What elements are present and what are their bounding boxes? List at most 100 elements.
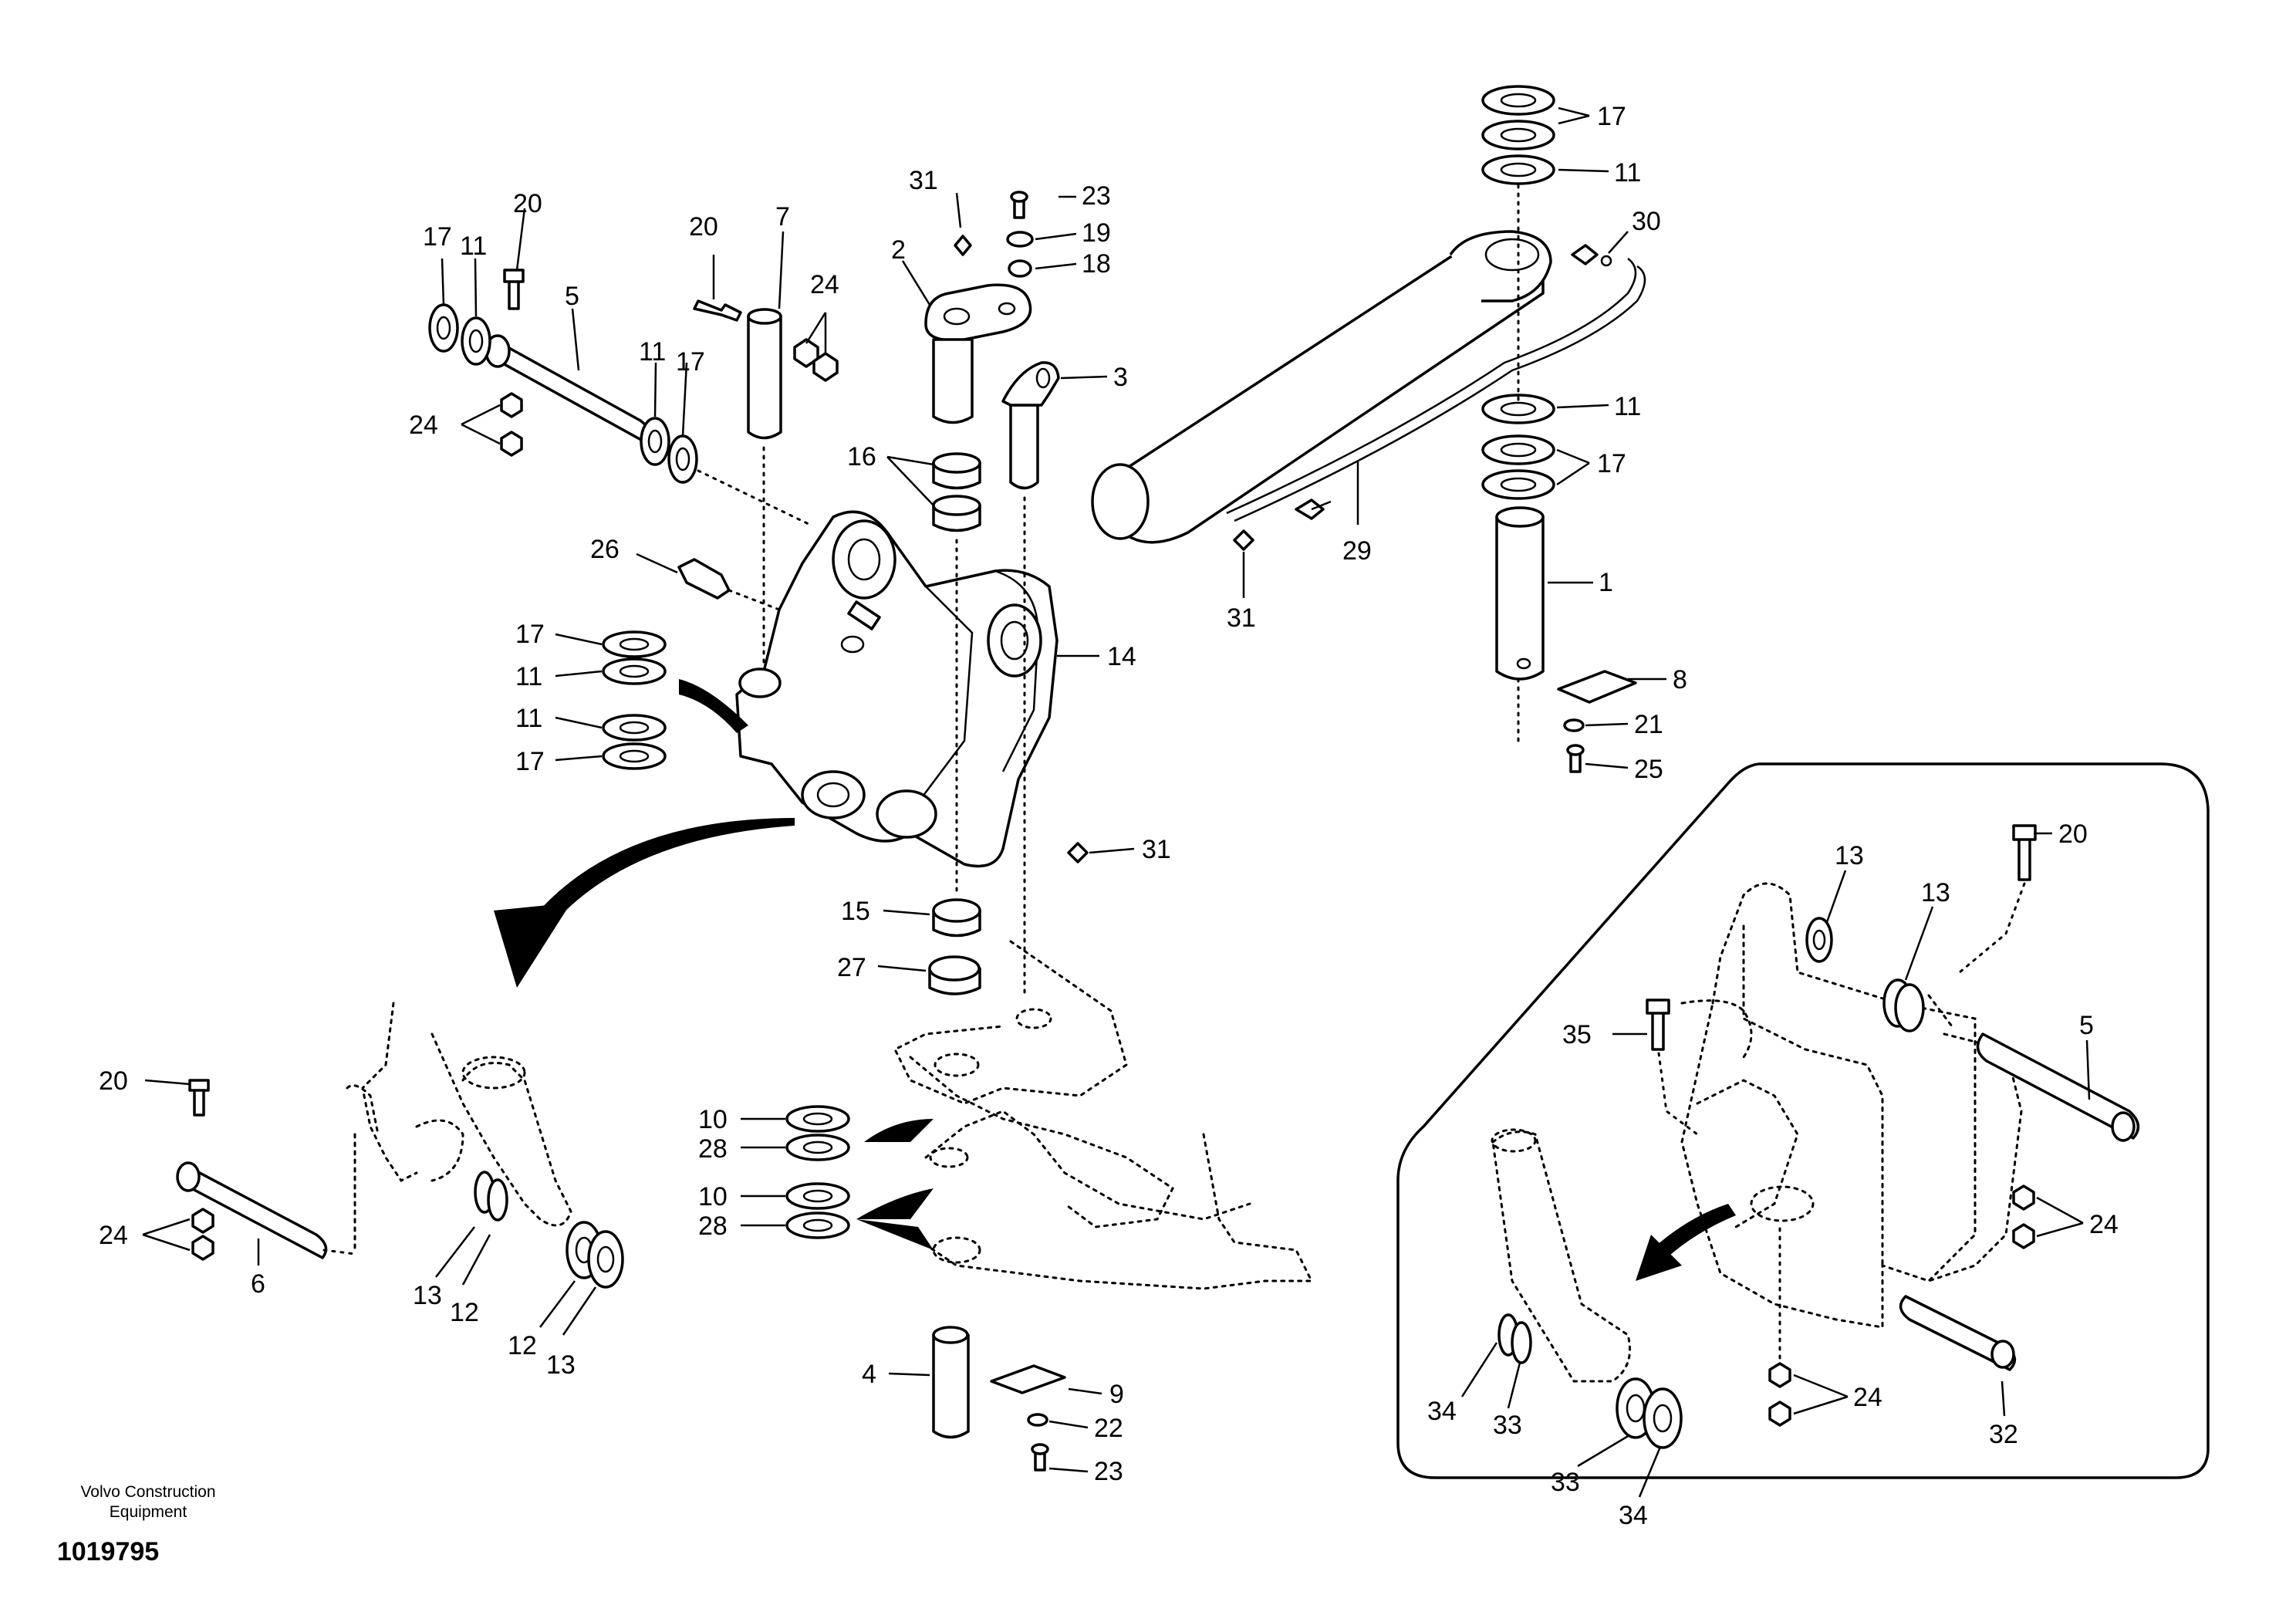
- callout-16: 16: [847, 442, 876, 471]
- callout-35: 35: [1562, 1020, 1592, 1049]
- part-24-nuts-lower-left: [191, 1208, 214, 1261]
- pointer-arrow-10a: [864, 1119, 934, 1142]
- washers-11-17-left: [428, 303, 698, 484]
- callout-5-inset: 5: [2079, 1011, 2094, 1040]
- callout-13-lower-a: 13: [413, 1281, 442, 1310]
- callout-27: 27: [837, 953, 866, 982]
- caption-company-line2: Equipment: [110, 1503, 187, 1521]
- part-30-fitting: [1571, 244, 1612, 267]
- pointer-arrow-10b: [856, 1188, 934, 1250]
- part-15-bushing: [932, 898, 981, 938]
- detail-inset: [1396, 762, 2210, 1479]
- callout-13-inset-a: 13: [1835, 841, 1864, 870]
- callout-11-leftb: 11: [639, 337, 666, 367]
- callout-34-b: 34: [1619, 1501, 1648, 1530]
- callout-34-a: 34: [1427, 1397, 1457, 1426]
- callout-22: 22: [1094, 1414, 1123, 1443]
- callout-17-left: 17: [423, 222, 452, 252]
- part-5-pin: [485, 334, 653, 445]
- callout-24-inset-bottom: 24: [1853, 1383, 1882, 1412]
- part-21-washer: [1563, 718, 1585, 732]
- washers-10-28-upper: [785, 1105, 850, 1161]
- part-27-bushing: [928, 955, 981, 995]
- part-25-bolt: [1566, 744, 1585, 773]
- part-20-bolt-vertical: [503, 269, 525, 310]
- callout-24-upper: 24: [810, 270, 839, 299]
- part-8-plate: [1557, 670, 1637, 704]
- callout-20-left: 20: [513, 189, 542, 218]
- callout-6: 6: [251, 1269, 265, 1299]
- callout-11-b: 11: [515, 704, 542, 733]
- part-1-pin: [1495, 506, 1545, 681]
- callout-3: 3: [1113, 363, 1128, 392]
- part-20-bolt-lower-left: [188, 1079, 210, 1117]
- part-3-lock-pin: [1001, 361, 1060, 490]
- washers-10-28-lower: [785, 1182, 850, 1239]
- part-29-hose-end: [1295, 498, 1332, 520]
- callout-19: 19: [1082, 218, 1111, 248]
- part-22-washer: [1027, 1413, 1048, 1427]
- callout-11-mid: 11: [1614, 392, 1641, 421]
- callout-20-lower: 20: [99, 1066, 128, 1096]
- callout-labels: 17 11 30 11 17 1 8 21 25 29 31 23 19 18 …: [99, 102, 2119, 1530]
- callout-8: 8: [1673, 665, 1687, 694]
- callout-28-a: 28: [698, 1134, 728, 1164]
- callout-5: 5: [565, 282, 579, 311]
- callout-7: 7: [775, 202, 790, 231]
- part-18-nut: [1008, 259, 1032, 278]
- callout-11-left: 11: [460, 231, 487, 261]
- pointer-arrow-left: [679, 679, 748, 733]
- part-31-grease-fitting-low: [1067, 842, 1089, 863]
- part-19-washer: [1006, 231, 1034, 248]
- part-16-bushings: [932, 452, 981, 532]
- boom-arm: [1091, 230, 1646, 544]
- callout-17-b: 17: [515, 747, 545, 776]
- callout-24-lower: 24: [99, 1221, 128, 1250]
- washers-left-of-bracket: [602, 630, 667, 770]
- drawing-caption: Volvo Construction Equipment 1019795: [57, 1483, 216, 1566]
- callout-9: 9: [1109, 1380, 1124, 1409]
- caption-company-line1: Volvo Construction: [80, 1483, 215, 1501]
- lower-frame-outline: [893, 940, 1313, 1290]
- callout-29: 29: [1342, 536, 1372, 566]
- callout-10-b: 10: [698, 1182, 728, 1211]
- callout-2: 2: [891, 235, 906, 265]
- callout-23-top: 23: [1082, 181, 1111, 211]
- callout-33-b: 33: [1551, 1468, 1580, 1497]
- callout-13-inset-b: 13: [1921, 878, 1950, 907]
- part-4-pin: [932, 1326, 970, 1439]
- part-23-bolt-top: [1010, 191, 1028, 219]
- washer-stack-top: [1481, 85, 1555, 185]
- callout-11-top: 11: [1614, 158, 1641, 188]
- callout-11-a: 11: [515, 662, 542, 691]
- part-9-plate: [990, 1364, 1066, 1394]
- view-direction-arrow: [494, 818, 795, 988]
- callout-17-mid: 17: [1597, 449, 1626, 478]
- callout-31-top: 31: [909, 166, 938, 195]
- callout-4: 4: [862, 1360, 876, 1389]
- callout-26: 26: [590, 535, 620, 564]
- callout-31-low: 31: [1142, 835, 1171, 864]
- callout-15: 15: [841, 897, 870, 926]
- callout-24-inset-right: 24: [2089, 1210, 2119, 1239]
- part-24-nuts-left: [500, 392, 523, 457]
- callout-25: 25: [1634, 755, 1663, 784]
- callout-20-upper: 20: [689, 212, 718, 242]
- callout-10-a: 10: [698, 1105, 728, 1134]
- part-6-pin: [176, 1161, 328, 1259]
- callout-20-inset: 20: [2058, 819, 2088, 849]
- part-26-bolt: [677, 558, 731, 600]
- mounting-bracket: [735, 510, 1059, 868]
- callout-17-a: 17: [515, 620, 545, 649]
- left-subview-outline: [346, 1002, 572, 1252]
- part-23-bolt-bottom: [1031, 1443, 1049, 1472]
- part-2-pin-plate: [924, 283, 1032, 424]
- callout-13-lower-b: 13: [546, 1350, 576, 1380]
- callout-23-bottom: 23: [1094, 1457, 1123, 1486]
- callout-12-lower-b: 12: [508, 1331, 537, 1360]
- washer-stack-middle: [1481, 394, 1555, 500]
- part-7-pin: [747, 308, 782, 440]
- callout-17-top: 17: [1597, 102, 1626, 131]
- callout-31-mid: 31: [1227, 603, 1256, 633]
